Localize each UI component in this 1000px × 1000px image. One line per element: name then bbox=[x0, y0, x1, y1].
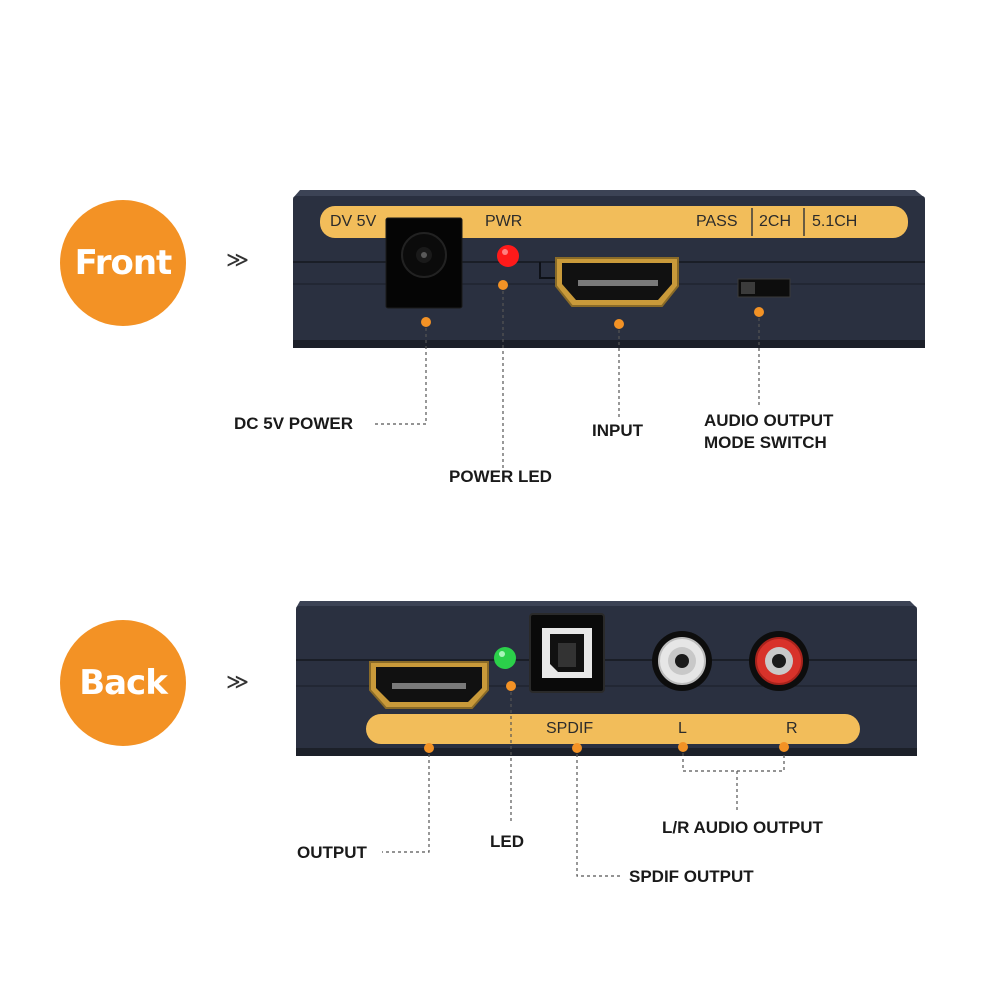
dc-power-marker bbox=[421, 317, 431, 327]
back-badge-label: Back bbox=[79, 663, 168, 703]
mode-switch-marker bbox=[754, 307, 764, 317]
back-badge: Back bbox=[60, 620, 186, 746]
callout-input: INPUT bbox=[592, 421, 643, 440]
callout-dc-power: DC 5V POWER bbox=[234, 414, 354, 433]
strip-label-spdif: SPDIF bbox=[546, 720, 594, 737]
input-marker bbox=[614, 319, 624, 329]
callout-power-led: POWER LED bbox=[449, 467, 552, 486]
front-leader-lines bbox=[372, 291, 760, 476]
power-led bbox=[497, 245, 519, 267]
front-badge: Front bbox=[60, 200, 186, 326]
dc-power-jack bbox=[385, 217, 463, 309]
strip-label-dv5v: DV 5V bbox=[330, 213, 377, 230]
strip-label-51ch: 5.1CH bbox=[812, 213, 858, 230]
front-label-strip bbox=[320, 206, 908, 238]
front-badge-label: Front bbox=[74, 243, 173, 283]
hdmi-input-port bbox=[539, 257, 679, 307]
callout-audio-mode-line2: MODE SWITCH bbox=[704, 433, 827, 452]
rca-left-port bbox=[652, 631, 712, 691]
strip-label-pass: PASS bbox=[696, 213, 738, 230]
strip-label-l: L bbox=[678, 720, 687, 737]
back-strip-text-layer: SPDIF L R bbox=[366, 714, 860, 744]
callout-output: OUTPUT bbox=[297, 843, 367, 862]
strip-label-r: R bbox=[786, 720, 798, 737]
status-led bbox=[494, 647, 516, 669]
strip-label-pwr: PWR bbox=[485, 213, 523, 230]
led-marker bbox=[506, 681, 516, 691]
back-label-strip bbox=[366, 714, 860, 744]
hdmi-output-port bbox=[369, 661, 489, 709]
rca-left-marker bbox=[678, 742, 688, 752]
callout-led: LED bbox=[490, 832, 524, 851]
spdif-marker bbox=[572, 743, 582, 753]
output-marker bbox=[424, 743, 434, 753]
callout-audio-mode: AUDIO OUTPUT MODE SWITCH bbox=[704, 410, 833, 454]
front-strip-text-layer: DV 5V PWR PASS 2CH 5.1CH bbox=[320, 206, 908, 238]
rca-right-marker bbox=[779, 742, 789, 752]
callout-audio-mode-line1: AUDIO OUTPUT bbox=[704, 411, 834, 430]
rca-right-port bbox=[749, 631, 809, 691]
back-leader-lines bbox=[382, 692, 785, 877]
callout-lr-audio: L/R AUDIO OUTPUT bbox=[662, 818, 823, 837]
spdif-optical-port bbox=[529, 613, 605, 693]
callout-spdif-output: SPDIF OUTPUT bbox=[629, 867, 754, 886]
audio-mode-switch[interactable] bbox=[737, 278, 791, 298]
strip-label-2ch: 2CH bbox=[759, 213, 792, 230]
power-led-marker bbox=[498, 280, 508, 290]
